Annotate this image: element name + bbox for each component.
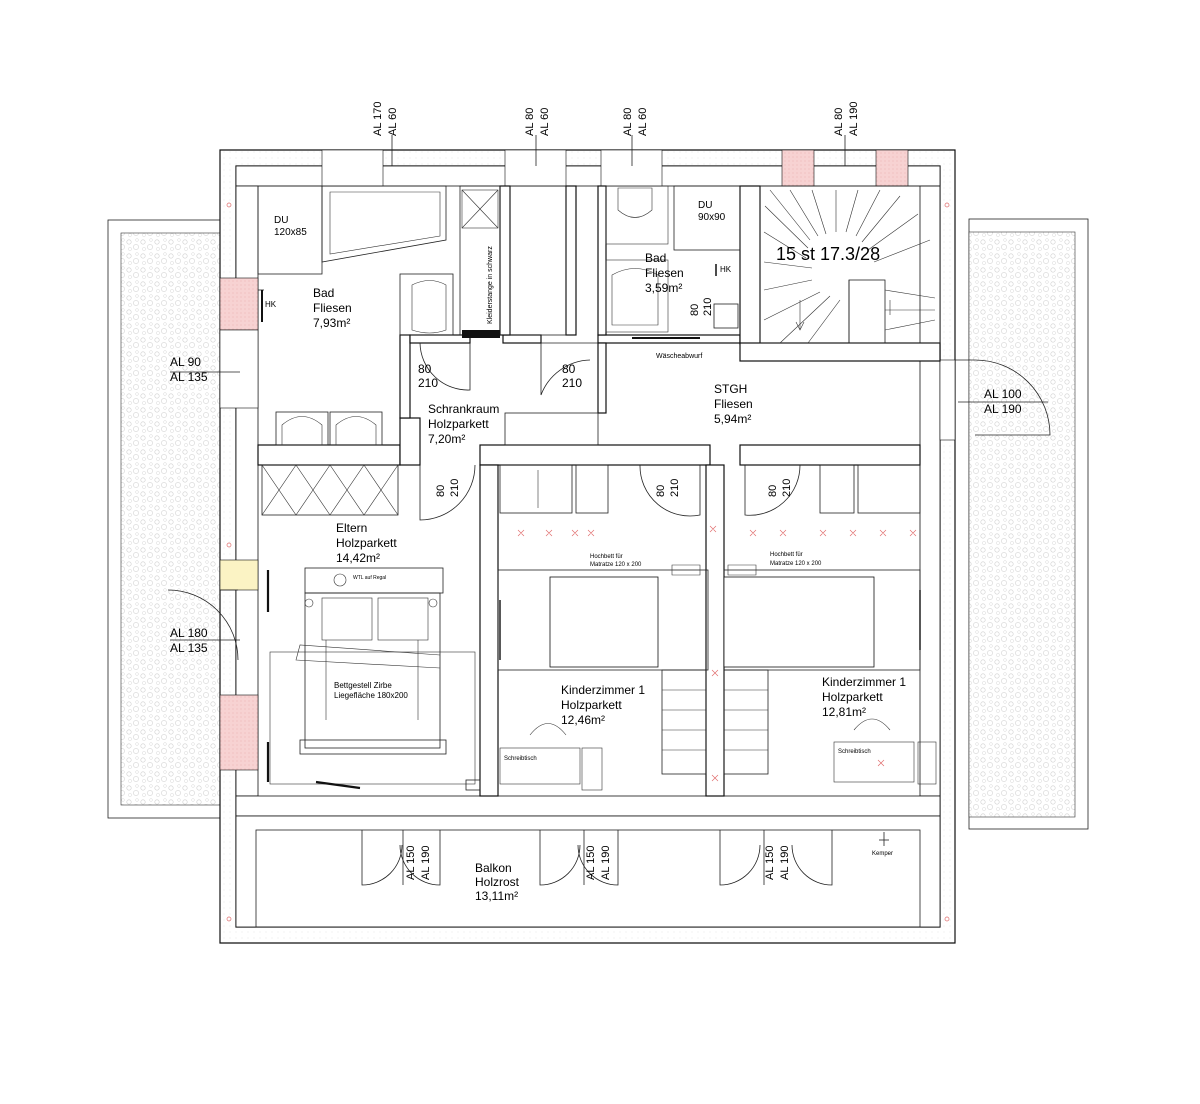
door-flur-height: 210 xyxy=(562,376,582,390)
window-top2-b: AL 60 xyxy=(539,108,551,136)
kinder2-area: 12,81m² xyxy=(822,705,866,719)
bad-left-area: 7,93m² xyxy=(313,316,350,330)
hochbett1-label-1: Hochbett für xyxy=(590,554,623,560)
right-terrace xyxy=(968,218,1089,830)
balkon-name: Balkon xyxy=(475,861,512,875)
window-bottom2-b: AL 190 xyxy=(600,846,612,880)
window-bottom1-b: AL 190 xyxy=(420,846,432,880)
bath-right-fixtures xyxy=(605,185,741,339)
door-eltern-height: 210 xyxy=(449,479,461,497)
hk-right-label: HK xyxy=(720,265,732,274)
window-left1-b: AL 135 xyxy=(170,370,208,384)
left-terrace xyxy=(107,219,221,819)
kinder1-floor: Holzparkett xyxy=(561,698,622,712)
window-left2-a: AL 180 xyxy=(170,626,208,640)
window-left2-b: AL 135 xyxy=(170,641,208,655)
du-left-label: DU xyxy=(274,215,288,226)
window-top4-b: AL 190 xyxy=(848,102,860,136)
eltern-area: 14,42m² xyxy=(336,551,380,565)
bad-right-floor: Fliesen xyxy=(645,266,684,280)
window-top1-b: AL 60 xyxy=(387,108,399,136)
eltern-floor: Holzparkett xyxy=(336,536,397,550)
door-bad-right-height: 210 xyxy=(702,298,714,316)
eltern-furniture xyxy=(261,464,481,791)
kleiderstange-label: Kleiderstange in schwarz xyxy=(487,246,494,324)
window-bottom2-a: AL 150 xyxy=(585,846,597,880)
schrank-name: Schrankraum xyxy=(428,402,499,416)
wtl-regal-label: WTL auf Regal xyxy=(353,575,386,581)
window-left1-a: AL 90 xyxy=(170,355,201,369)
du-left-size: 120x85 xyxy=(274,227,307,238)
door-kinder2-height: 210 xyxy=(781,479,793,497)
bad-left-name: Bad xyxy=(313,286,334,300)
window-top3-b: AL 60 xyxy=(637,108,649,136)
kinder2-furniture xyxy=(723,464,937,785)
door-kinder2-width: 80 xyxy=(767,485,779,497)
door-kinder1-height: 210 xyxy=(669,479,681,497)
schrank-area: 7,20m² xyxy=(428,432,465,446)
bett-label-1: Bettgestell Zirbe xyxy=(334,681,392,690)
du-right-label: DU xyxy=(698,200,712,211)
window-top1-a: AL 170 xyxy=(372,102,384,136)
kemper-label: Kemper xyxy=(872,851,893,857)
waeschewurf-label: Wäscheabwurf xyxy=(656,353,702,360)
window-leader-lines xyxy=(170,135,1048,885)
window-bottom3-b: AL 190 xyxy=(779,846,791,880)
window-top4-a: AL 80 xyxy=(833,108,845,136)
door-bad-right-width: 80 xyxy=(689,304,701,316)
balkon-area: 13,11m² xyxy=(475,889,518,903)
bad-left-floor: Fliesen xyxy=(313,301,352,315)
stair-label: 15 st 17.3/28 xyxy=(776,244,880,264)
window-top3-a: AL 80 xyxy=(622,108,634,136)
stgh-name: STGH xyxy=(714,382,747,396)
door-flur-width: 80 xyxy=(562,362,576,376)
schreibtisch1-label: Schreibtisch xyxy=(504,756,537,762)
schreibtisch2-label: Schreibtisch xyxy=(838,749,871,755)
eltern-name: Eltern xyxy=(336,521,367,535)
window-bottom3-a: AL 150 xyxy=(764,846,776,880)
window-right1-b: AL 190 xyxy=(984,402,1022,416)
kinder2-name: Kinderzimmer 1 xyxy=(822,675,906,689)
bath-left-fixtures xyxy=(257,185,567,446)
kinder1-furniture xyxy=(497,464,709,791)
hochbett2-label-1: Hochbett für xyxy=(770,552,803,558)
window-right1-a: AL 100 xyxy=(984,387,1022,401)
stgh-floor: Fliesen xyxy=(714,397,753,411)
window-bottom1-a: AL 150 xyxy=(405,846,417,880)
door-eltern-width: 80 xyxy=(435,485,447,497)
door-schrank-width: 80 xyxy=(418,362,432,376)
doors xyxy=(167,342,1051,886)
door-kinder1-width: 80 xyxy=(655,485,667,497)
window-openings xyxy=(219,149,956,771)
red-marks xyxy=(226,202,950,922)
kinder1-name: Kinderzimmer 1 xyxy=(561,683,645,697)
bad-right-name: Bad xyxy=(645,251,666,265)
staircase xyxy=(759,185,941,344)
bett-label-2: Liegefläche 180x200 xyxy=(334,691,408,700)
kinder2-floor: Holzparkett xyxy=(822,690,883,704)
bad-right-area: 3,59m² xyxy=(645,281,682,295)
hochbett1-label-2: Matratze 120 x 200 xyxy=(590,562,642,568)
door-schrank-height: 210 xyxy=(418,376,438,390)
stgh-area: 5,94m² xyxy=(714,412,751,426)
kinder1-area: 12,46m² xyxy=(561,713,605,727)
window-top2-a: AL 80 xyxy=(524,108,536,136)
balkon-floor: Holzrost xyxy=(475,875,520,889)
du-right-size: 90x90 xyxy=(698,212,726,223)
hochbett2-label-2: Matratze 120 x 200 xyxy=(770,561,822,567)
schrank-floor: Holzparkett xyxy=(428,417,489,431)
hk-left-label: HK xyxy=(265,300,277,309)
kemper-icon xyxy=(879,832,889,846)
